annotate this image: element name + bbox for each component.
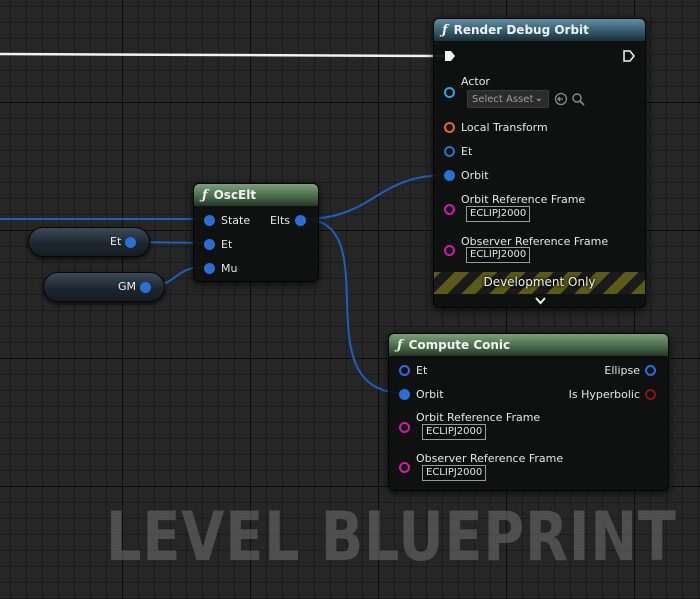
function-icon: ƒ <box>397 337 403 353</box>
et-variable-pin[interactable] <box>125 237 136 248</box>
level-blueprint-watermark: LEVEL BLUEPRINT <box>106 498 677 577</box>
is-hyperbolic-pin[interactable] <box>645 389 656 400</box>
observer-ref-frame-pin-row: Observer Reference Frame <box>399 452 563 465</box>
et-pin[interactable] <box>204 239 215 250</box>
et-pin[interactable] <box>444 146 455 157</box>
observer-ref-frame-pin[interactable] <box>399 462 410 473</box>
elts-label: Elts <box>269 214 290 227</box>
orbit-pin-row: Orbit <box>444 169 489 182</box>
observer-ref-frame-pin-row: Observer Reference Frame <box>444 235 608 248</box>
node-title: Render Debug Orbit <box>453 23 589 37</box>
state-pin[interactable] <box>204 215 215 226</box>
node-title: OscElt <box>213 188 257 202</box>
et-pin[interactable] <box>399 365 410 376</box>
function-icon: ƒ <box>442 22 448 38</box>
use-selected-icon[interactable] <box>554 92 568 106</box>
gm-variable-node[interactable]: GM <box>43 272 165 302</box>
chevron-down-icon: ⌄ <box>534 93 543 104</box>
compute-conic-node[interactable]: ƒ Compute Conic Et Ellipse Orbit Is Hype… <box>388 333 669 491</box>
exec-in-pin-icon[interactable] <box>444 50 456 62</box>
orbit-ref-frame-pin[interactable] <box>444 204 455 215</box>
et-pin-row: Et <box>204 238 232 251</box>
mu-label: Mu <box>221 262 238 275</box>
orbit-ref-frame-label: Orbit Reference Frame <box>416 411 541 424</box>
orbit-label: Orbit <box>416 388 444 401</box>
state-label: State <box>221 214 251 227</box>
observer-ref-frame-pin[interactable] <box>444 245 455 256</box>
orbit-ref-frame-pin-row: Orbit Reference Frame <box>399 411 540 424</box>
node-title: Compute Conic <box>408 338 511 352</box>
mu-pin[interactable] <box>204 263 215 274</box>
observer-ref-frame-field[interactable]: ECLIPJ2000 <box>422 465 487 481</box>
actor-label: Actor <box>461 75 490 88</box>
actor-pin[interactable] <box>444 87 455 98</box>
et-label: Et <box>416 364 428 377</box>
gm-variable-pin[interactable] <box>140 282 151 293</box>
exec-out-pin-icon[interactable] <box>623 50 635 62</box>
orbit-ref-frame-field[interactable]: ECLIPJ2000 <box>466 206 531 222</box>
compute-conic-header[interactable]: ƒ Compute Conic <box>389 334 668 356</box>
is-hyperbolic-label: Is Hyperbolic <box>568 388 640 401</box>
orbit-label: Orbit <box>461 169 489 182</box>
et-label: Et <box>461 145 473 158</box>
et-label: Et <box>221 238 233 251</box>
orbit-ref-frame-label: Orbit Reference Frame <box>461 193 586 206</box>
oscelt-header[interactable]: ƒ OscElt <box>194 184 318 206</box>
wire-elts-to-render-orbit[interactable] <box>302 174 448 220</box>
actor-pin-row: Actor <box>444 75 490 88</box>
select-asset-dropdown[interactable]: Select Asset ⌄ <box>467 90 549 108</box>
observer-ref-frame-field[interactable]: ECLIPJ2000 <box>466 247 531 263</box>
state-pin-row: State <box>204 214 250 227</box>
oscelt-node[interactable]: ƒ OscElt State Elts Et Mu <box>193 183 319 282</box>
expand-chevron-icon[interactable] <box>535 296 546 305</box>
render-debug-orbit-node[interactable]: ƒ Render Debug Orbit Actor Select Asset … <box>433 18 646 308</box>
observer-ref-frame-label: Observer Reference Frame <box>416 452 564 465</box>
exec-wire[interactable] <box>0 52 445 58</box>
et-pin-row: Et <box>444 145 472 158</box>
select-asset-value: Select Asset <box>472 93 534 105</box>
et-variable-node[interactable]: Et <box>28 227 150 257</box>
orbit-ref-frame-pin[interactable] <box>399 422 410 433</box>
mu-pin-row: Mu <box>204 262 237 275</box>
ellipse-pin[interactable] <box>645 365 656 376</box>
function-icon: ƒ <box>202 187 208 203</box>
et-pin-row: Et <box>399 364 427 377</box>
local-transform-pin[interactable] <box>444 122 455 133</box>
elts-pin-row: Elts <box>270 214 306 227</box>
observer-ref-frame-label: Observer Reference Frame <box>461 235 609 248</box>
orbit-ref-frame-pin-row: Orbit Reference Frame <box>444 193 585 206</box>
development-only-label: Development Only <box>483 275 596 289</box>
et-variable-label: Et <box>110 235 122 248</box>
browse-search-icon[interactable] <box>571 92 585 106</box>
orbit-pin[interactable] <box>444 170 455 181</box>
development-only-strip <box>434 272 645 294</box>
ellipse-label: Ellipse <box>604 364 640 377</box>
local-transform-label: Local Transform <box>461 121 548 134</box>
orbit-pin-row: Orbit <box>399 388 444 401</box>
ellipse-pin-row: Ellipse <box>604 364 656 377</box>
orbit-pin[interactable] <box>399 389 410 400</box>
is-hyperbolic-pin-row: Is Hyperbolic <box>569 388 656 401</box>
local-transform-pin-row: Local Transform <box>444 121 548 134</box>
elts-pin[interactable] <box>295 215 306 226</box>
gm-variable-label: GM <box>118 280 137 293</box>
render-debug-orbit-header[interactable]: ƒ Render Debug Orbit <box>434 19 645 41</box>
wire-elts-to-conic-orbit[interactable] <box>302 218 405 394</box>
orbit-ref-frame-field[interactable]: ECLIPJ2000 <box>422 424 487 440</box>
